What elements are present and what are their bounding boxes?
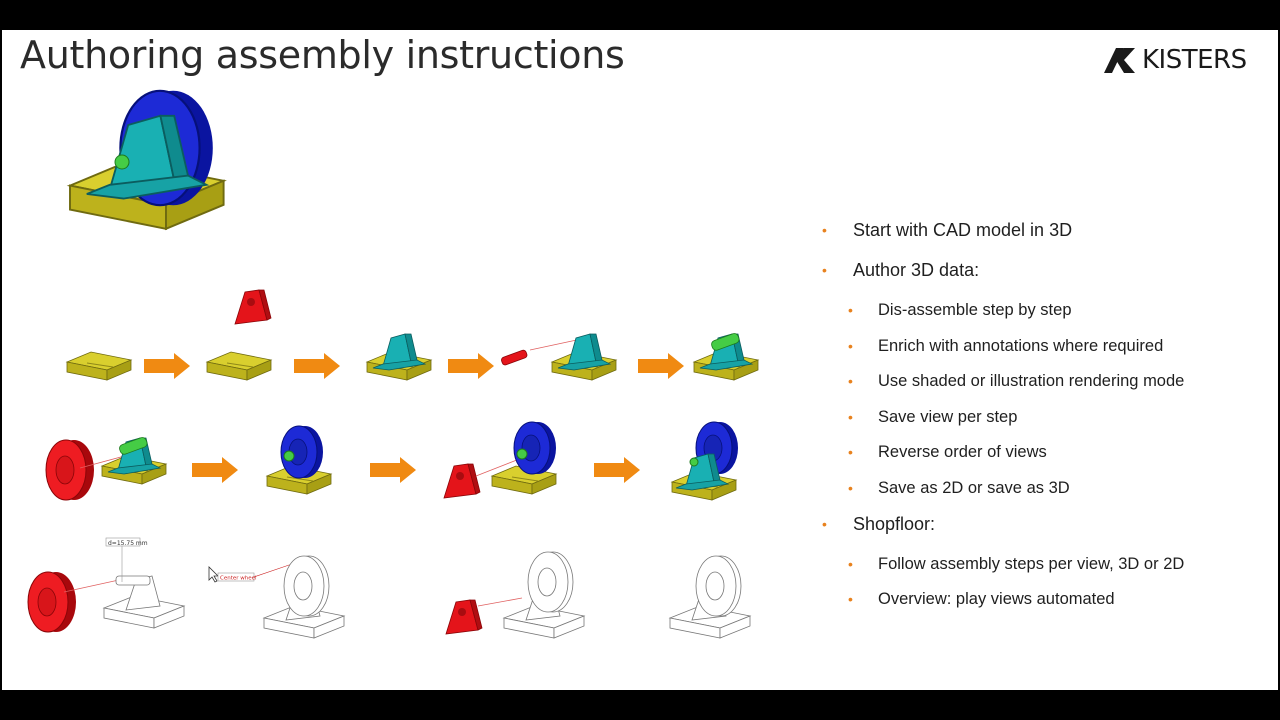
bullet-item: • Shopfloor:: [822, 510, 1262, 550]
bullet-dot-icon: •: [848, 373, 853, 390]
bullet-item: • Start with CAD model in 3D: [822, 216, 1262, 256]
step-red-axle-bracket: [501, 333, 617, 381]
illustration-red-wheel: [27, 571, 77, 633]
bullet-dot-icon: •: [822, 262, 827, 278]
step-arrow: [370, 457, 416, 483]
bullet-dot-icon: •: [848, 555, 853, 572]
sub-bullet-item: • Follow assembly steps per view, 3D or 2…: [822, 550, 1262, 586]
bullet-text: Save as 2D or save as 3D: [878, 478, 1070, 497]
bullet-list: • Start with CAD model in 3D • Author 3D da…: [822, 216, 1262, 621]
step-arrow: [448, 353, 494, 379]
bullet-text: Overview: play views automated: [878, 590, 1115, 609]
step-fully-assembled: [671, 421, 739, 501]
illustration-final-assembly: [669, 555, 751, 639]
bullet-text: Use shaded or illustration rendering mod…: [878, 372, 1185, 391]
bullet-text: Shopfloor:: [853, 513, 936, 534]
step-base-red-bracket: [206, 289, 272, 381]
bullet-dot-icon: •: [822, 222, 827, 238]
bullet-dot-icon: •: [848, 337, 853, 354]
dimension-annotation: d=15.75 mm: [105, 537, 148, 582]
sub-bullet-item: • Use shaded or illustration rendering mo…: [822, 367, 1262, 403]
logo-text: KISTERS: [1142, 45, 1247, 75]
bullet-text: Save view per step: [878, 407, 1018, 426]
step-arrow: [192, 457, 238, 483]
assembly-illustrations: d=15.75 mm Center wheel: [27, 89, 759, 639]
bullet-dot-icon: •: [848, 444, 853, 461]
step-red-wheel-exploded: [45, 436, 167, 501]
step-red-bracket-exploded: [443, 421, 557, 499]
bullet-dot-icon: •: [848, 302, 853, 318]
hero-assembly-model: [68, 89, 225, 231]
step-bracket-axle: [693, 332, 759, 381]
illustration-bracket-axle: [103, 575, 185, 629]
step-arrow: [294, 353, 340, 379]
sub-bullet-item: • Overview: play views automated: [822, 585, 1262, 621]
kisters-k-mark-icon: [1104, 48, 1135, 73]
bullet-text: Reverse order of views: [878, 443, 1047, 462]
step-wheel-mounted: [266, 425, 332, 495]
bullet-text: Dis-assemble step by step: [878, 301, 1072, 319]
illustration-red-bracket: [445, 599, 483, 635]
illustration-wheel-bracket: [503, 551, 585, 639]
step-arrow: [144, 353, 190, 379]
bullet-text: Follow assembly steps per view, 3D or 2D: [878, 554, 1185, 573]
callout-label: Center wheel: [220, 576, 257, 582]
sub-bullet-item: • Reverse order of views: [822, 438, 1262, 474]
illustration-wheel-mounted: [263, 555, 345, 639]
slide-title: Authoring assembly instructions: [20, 33, 625, 77]
sub-bullet-item: • Save view per step: [822, 403, 1262, 439]
bullet-text: Start with CAD model in 3D: [853, 220, 1073, 240]
step-arrow: [594, 457, 640, 483]
callout-annotation: Center wheel: [217, 563, 293, 582]
dimension-label: d=15.75 mm: [108, 540, 148, 547]
bullet-item: • Author 3D data:: [822, 256, 1262, 296]
step-base-plate: [66, 351, 132, 381]
step-arrow: [638, 353, 684, 379]
bullet-dot-icon: •: [822, 515, 827, 532]
bullet-dot-icon: •: [848, 479, 853, 496]
kisters-logo: KISTERS: [1102, 44, 1247, 76]
bullet-dot-icon: •: [848, 408, 853, 425]
sub-bullet-item: • Save as 2D or save as 3D: [822, 474, 1262, 510]
bullet-dot-icon: •: [848, 591, 853, 608]
bullet-text: Enrich with annotations where required: [878, 336, 1164, 355]
sub-bullet-item: • Dis-assemble step by step: [822, 296, 1262, 332]
cursor-pointer-icon: [208, 566, 219, 583]
slide: Authoring assembly instructions KISTERS: [2, 30, 1278, 690]
bullet-text: Author 3D data:: [853, 260, 980, 280]
step-base-bracket: [366, 333, 432, 381]
sub-bullet-item: • Enrich with annotations where required: [822, 332, 1262, 368]
